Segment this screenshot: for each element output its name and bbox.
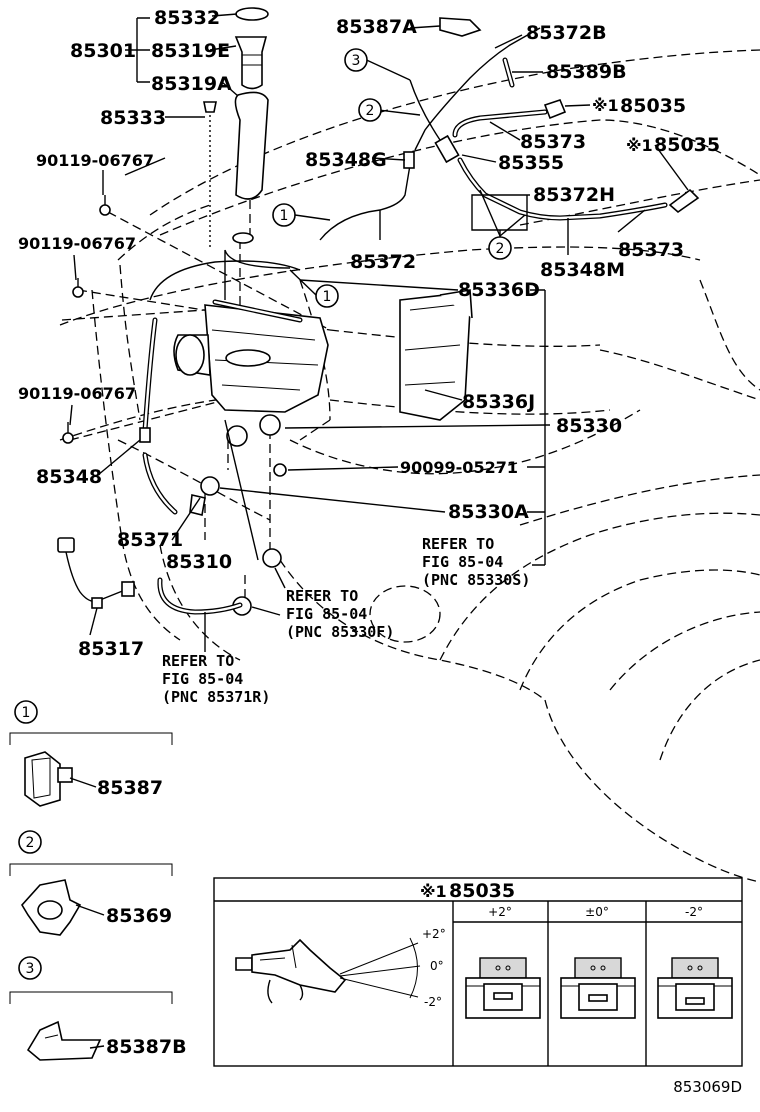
label-85330A: 85330A [448, 501, 529, 523]
bolt-icon [72, 278, 84, 298]
refer-note-85371R: REFER TO FIG 85-04 (PNC 85371R) [162, 652, 270, 706]
label-85348M: 85348M [540, 259, 625, 281]
nozzle-side-view: +2° 0° -2° [235, 927, 446, 1009]
angle-label-plus2: +2° [422, 927, 446, 941]
label-85035-a: 85035 [620, 95, 686, 117]
label-85372: 85372 [350, 251, 416, 273]
label-85372B: 85372B [526, 22, 607, 44]
label-85369: 85369 [106, 905, 172, 927]
label-85373-a: 85373 [520, 131, 586, 153]
label-85336D: 85336D [458, 279, 540, 301]
refer-note-85330F: REFER TO FIG 85-04 (PNC 85330F) [286, 587, 394, 641]
legend-item-3: 3 85387B [9, 956, 187, 1061]
svg-text:(PNC 85330S): (PNC 85330S) [422, 571, 530, 589]
label-85387: 85387 [97, 777, 163, 799]
bolt-icon [62, 422, 74, 444]
svg-text:REFER TO: REFER TO [422, 535, 494, 553]
figure-id: 853069D [673, 1078, 742, 1096]
washer-tank-85310 [173, 249, 329, 616]
label-90119-06767-a: 90119-06767 [36, 151, 154, 170]
label-85389B: 85389B [546, 61, 627, 83]
label-85355: 85355 [498, 152, 564, 174]
filler-cap-assembly [203, 7, 269, 250]
svg-text:1: 1 [280, 208, 289, 224]
svg-text:REFER TO: REFER TO [162, 652, 234, 670]
label-85348G: 85348G [305, 149, 387, 171]
nozzle-gauge-zero [560, 957, 636, 1019]
svg-text:FIG 85-04: FIG 85-04 [422, 553, 503, 571]
label-90119-06767-c: 90119-06767 [18, 384, 136, 403]
callout-circles: 3 2 1 1 2 [272, 48, 512, 308]
angle-label-zero: 0° [430, 959, 444, 973]
svg-text:3: 3 [26, 961, 35, 977]
svg-text:FIG 85-04: FIG 85-04 [162, 670, 243, 688]
label-85336J: 85336J [462, 391, 535, 413]
leader-lines [69, 13, 689, 652]
nozzle-gauge-plus2 [465, 957, 541, 1019]
label-85310: 85310 [166, 551, 232, 573]
detail-title-mark: ※1 [420, 882, 447, 901]
angle-label-minus2: -2° [424, 995, 442, 1009]
label-85301: 85301 [70, 40, 136, 62]
svg-text:1: 1 [323, 289, 332, 305]
column-header-zero: ±0° [585, 905, 609, 919]
refer-note-85330S: REFER TO FIG 85-04 (PNC 85330S) [422, 535, 530, 589]
detail-title: 85035 [449, 880, 515, 902]
callout-2: 2 [488, 236, 512, 260]
legend-item-2: 2 85369 [9, 830, 173, 936]
svg-text:(PNC 85371R): (PNC 85371R) [162, 688, 270, 706]
label-85371: 85371 [117, 529, 183, 551]
sensor-85317 [57, 537, 135, 609]
svg-text:3: 3 [352, 53, 361, 69]
label-85372H: 85372H [533, 184, 615, 206]
svg-text:2: 2 [366, 103, 375, 119]
grommet-85333 [232, 232, 254, 244]
bolt-icon [99, 195, 111, 216]
legend-item-1: 1 85387 [9, 700, 173, 807]
bolts [62, 195, 111, 444]
washer-hoses [139, 17, 700, 615]
label-85373-b: 85373 [618, 239, 684, 261]
label-90099-05271: 90099-05271 [400, 458, 518, 477]
label-85330: 85330 [556, 415, 622, 437]
label-85319E: 85319E [151, 40, 230, 62]
svg-text:FIG 85-04: FIG 85-04 [286, 605, 367, 623]
label-85387B: 85387B [106, 1036, 187, 1058]
svg-text:2: 2 [26, 835, 35, 851]
label-85332: 85332 [154, 7, 220, 29]
mark-note-a: ※1 [592, 96, 619, 115]
label-85333: 85333 [100, 107, 166, 129]
clip-legend: 1 85387 2 85369 3 85387B [9, 700, 187, 1061]
svg-text:REFER TO: REFER TO [286, 587, 358, 605]
label-85319A: 85319A [151, 73, 232, 95]
label-85317: 85317 [78, 638, 144, 660]
callout-1: 1 [272, 203, 296, 227]
filler-pipe-85319A [234, 91, 269, 200]
column-header-plus2: +2° [488, 905, 512, 919]
svg-text:2: 2 [496, 241, 505, 257]
callout-2: 2 [358, 98, 382, 122]
label-85035-b: 85035 [654, 134, 720, 156]
callout-1: 1 [315, 284, 339, 308]
nozzle-angle-detail-box: ※1 85035 +2° ±0° -2° +2° 0° -2° [213, 877, 743, 1067]
label-90119-06767-b: 90119-06767 [18, 234, 136, 253]
label-85387A: 85387A [336, 16, 417, 38]
svg-text:1: 1 [22, 705, 31, 721]
callout-3: 3 [344, 48, 368, 72]
label-85348: 85348 [36, 466, 102, 488]
mark-note-b: ※1 [626, 136, 653, 155]
part-labels: 85332 85301 85319E 85319A 85333 90119-06… [18, 7, 720, 660]
cap-85319E [234, 36, 268, 90]
svg-text:(PNC 85330F): (PNC 85330F) [286, 623, 394, 641]
column-header-minus2: -2° [685, 905, 703, 919]
cap-85332 [235, 7, 269, 21]
nozzle-gauge-minus2 [657, 957, 733, 1019]
